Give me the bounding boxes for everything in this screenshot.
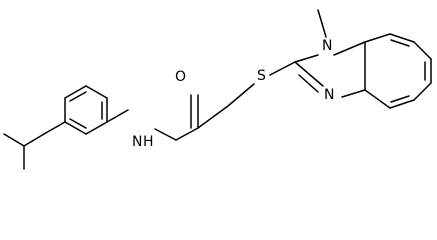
amide-nitrogen-label: N <box>132 134 142 150</box>
bond <box>333 41 366 56</box>
bond <box>175 127 199 141</box>
bond <box>3 133 25 147</box>
bond <box>413 41 432 60</box>
bond <box>389 33 415 43</box>
benzo-ring <box>364 33 432 109</box>
bond <box>85 121 108 135</box>
carbonyl-group <box>175 94 199 141</box>
bond <box>413 82 432 101</box>
imidazole-ring <box>294 41 366 98</box>
bond <box>154 128 177 141</box>
bond <box>341 89 366 98</box>
bond <box>64 121 87 135</box>
bond <box>364 89 391 109</box>
bond <box>69 91 87 102</box>
bond <box>317 9 327 38</box>
isopropyl-group <box>3 133 45 170</box>
bond <box>197 105 229 129</box>
amide-hydrogen-label: H <box>143 134 154 150</box>
bond <box>85 85 108 99</box>
bond <box>298 74 319 93</box>
methyl-nitrogen-label: N <box>322 38 332 54</box>
bond <box>364 33 391 43</box>
molecule-structure: O S N H N N <box>3 9 432 170</box>
bond <box>390 95 410 103</box>
phenyl-ring <box>43 85 108 135</box>
bond <box>294 61 324 87</box>
oxygen-label: O <box>175 69 186 85</box>
bond <box>106 109 129 123</box>
bond <box>227 83 255 107</box>
bond <box>23 133 45 147</box>
bond <box>269 61 296 76</box>
bond <box>69 118 87 129</box>
ring-nitrogen-label: N <box>324 87 334 103</box>
bond <box>43 121 66 135</box>
sulfur-label: S <box>257 68 266 84</box>
bond <box>64 85 87 99</box>
bond <box>390 39 410 47</box>
bond <box>389 99 415 109</box>
bond <box>294 54 319 63</box>
